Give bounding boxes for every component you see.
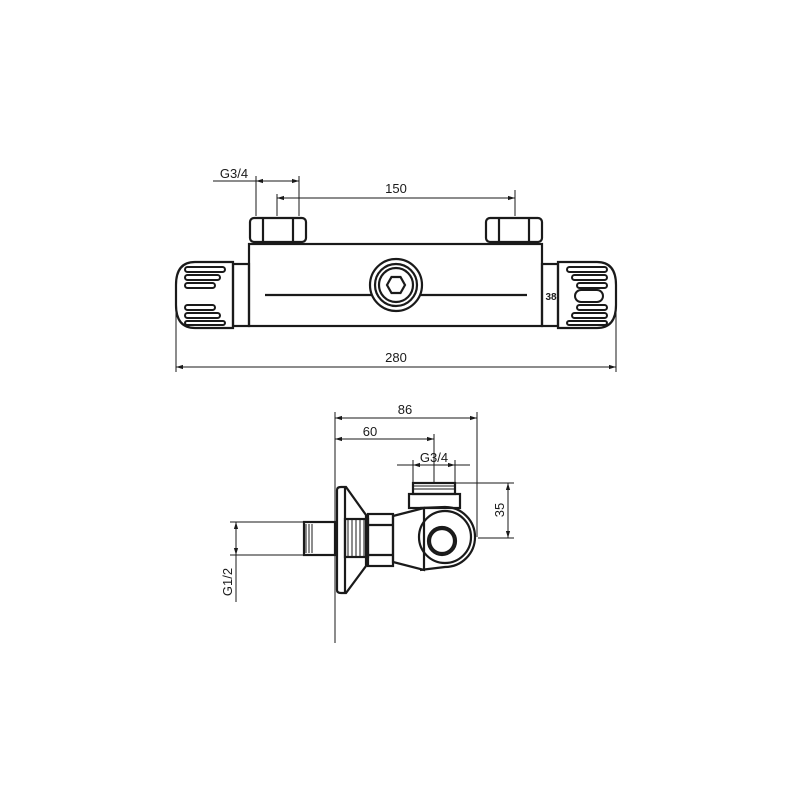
- dim-outlet-height: 35: [455, 482, 514, 539]
- dim-inlet-thread-side: G1/2: [220, 521, 304, 602]
- svg-text:G3/4: G3/4: [220, 166, 248, 181]
- top-view: 38 280 150 G3/4: [174, 166, 618, 372]
- valve-body-side: [417, 505, 477, 572]
- dim-outlet-thread: G3/4: [397, 450, 470, 482]
- dim-inlet-thread: G3/4: [213, 166, 300, 216]
- dim-inlet-spacing: 150: [276, 181, 516, 216]
- side-view: 86 60 G3/4 35 G1/2: [220, 402, 514, 643]
- thermostat-handle-right[interactable]: [556, 260, 618, 330]
- dim-overall-length: 280: [175, 300, 617, 372]
- dim-depth-outlet: 60: [335, 424, 435, 482]
- temperature-mark: 38: [545, 292, 557, 303]
- svg-text:G1/2: G1/2: [220, 568, 235, 596]
- svg-text:60: 60: [363, 424, 377, 439]
- dim-depth-total: 86: [335, 402, 478, 537]
- inlet-nut-right: [484, 216, 544, 244]
- outlet-port: [368, 257, 424, 313]
- svg-text:280: 280: [385, 350, 407, 365]
- hex-socket-icon: [385, 275, 407, 295]
- eccentric-thread: [343, 517, 370, 559]
- flow-handle-left[interactable]: [174, 260, 235, 330]
- outlet-fitting: [407, 481, 462, 510]
- svg-text:150: 150: [385, 181, 407, 196]
- inlet-nut-left: [248, 216, 308, 244]
- svg-text:G3/4: G3/4: [420, 450, 448, 465]
- svg-text:35: 35: [492, 503, 507, 517]
- hex-nut: [366, 512, 395, 568]
- inlet-pipe: [302, 520, 337, 557]
- svg-text:86: 86: [398, 402, 412, 417]
- collar-left: [231, 262, 251, 328]
